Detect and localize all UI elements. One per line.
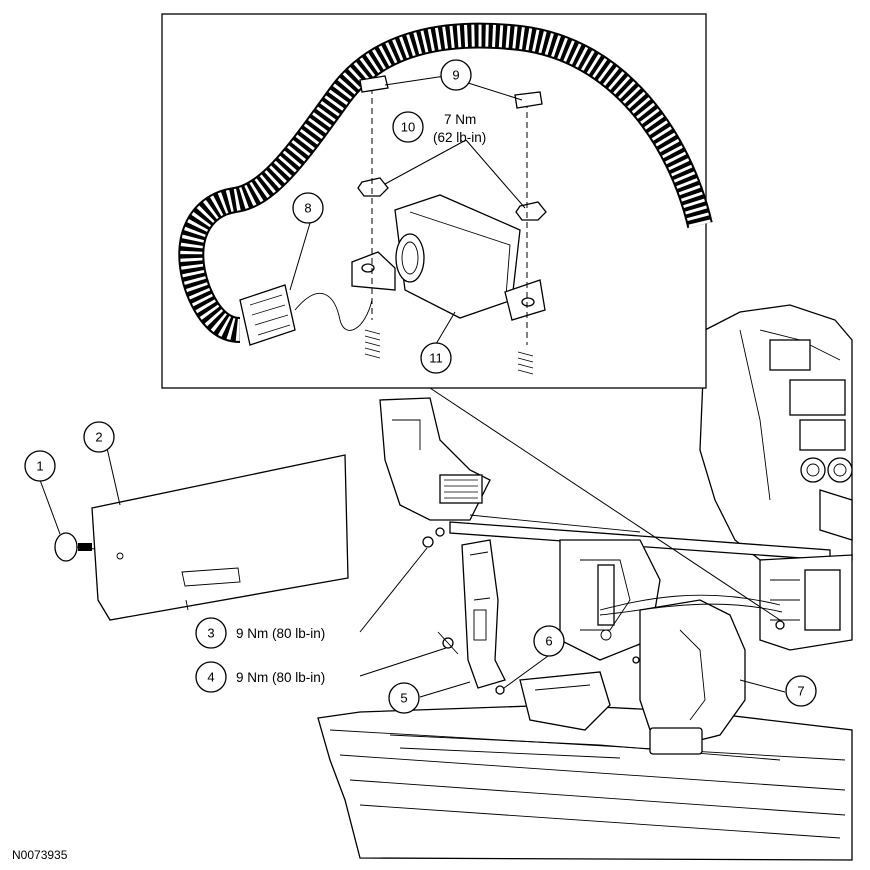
svg-text:10: 10 — [401, 120, 415, 135]
svg-text:2: 2 — [95, 430, 102, 445]
callout-1: 1 — [24, 450, 56, 482]
callout-5: 5 — [388, 682, 420, 714]
callout-9: 9 — [440, 59, 472, 91]
svg-text:11: 11 — [429, 351, 443, 366]
callout-6: 6 — [533, 625, 565, 657]
leader-lines — [39, 75, 786, 698]
callout-11: 11 — [420, 342, 452, 374]
svg-text:7: 7 — [797, 684, 804, 699]
support-bracket — [461, 539, 506, 689]
callout-8: 8 — [292, 192, 324, 224]
svg-text:5: 5 — [400, 691, 407, 706]
callout-4: 4 9 Nm (80 lb-in) — [195, 661, 325, 693]
callout-2: 2 — [83, 421, 115, 453]
svg-text:1: 1 — [36, 459, 43, 474]
torque-label-10-nm: 7 Nm — [444, 112, 476, 127]
push-pin-fastener — [54, 532, 96, 562]
svg-text:8: 8 — [304, 201, 311, 216]
figure-id: N0073935 — [12, 848, 68, 862]
callout-3: 3 9 Nm (80 lb-in) — [195, 617, 325, 649]
inset-detail-view — [161, 13, 713, 389]
bolts — [422, 527, 640, 695]
torque-label-3: 9 Nm (80 lb-in) — [236, 626, 325, 641]
instrument-panel-assembly — [317, 304, 853, 861]
svg-text:9: 9 — [452, 68, 459, 83]
callout-7: 7 — [785, 675, 817, 707]
torque-label-4: 9 Nm (80 lb-in) — [236, 670, 325, 685]
callout-10: 10 7 Nm (62 lb-in) — [392, 111, 486, 145]
svg-text:4: 4 — [207, 670, 214, 685]
svg-text:6: 6 — [545, 634, 552, 649]
torque-label-10-lbin: (62 lb-in) — [433, 130, 486, 145]
lower-trim-panel — [91, 454, 349, 621]
svg-text:3: 3 — [207, 626, 214, 641]
